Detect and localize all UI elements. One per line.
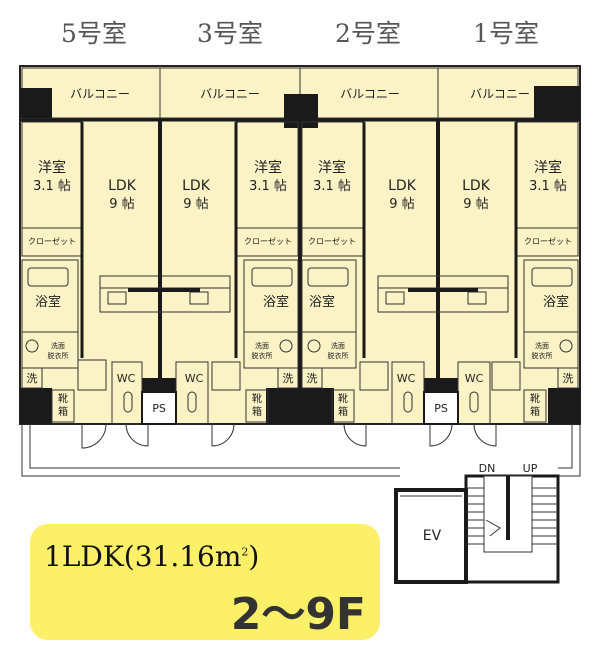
unit-3: [175, 121, 299, 425]
unit1-bath: 浴室: [543, 294, 569, 310]
unit2-shoe-1: 靴: [338, 392, 348, 405]
unit1-western: 洋室: [534, 159, 562, 176]
unit1-wash: 洗: [563, 372, 574, 385]
unit2-ldk: LDK: [388, 178, 417, 194]
unit5-washroom-1: 洗面: [51, 341, 65, 350]
unit-2: [301, 121, 425, 425]
unit1-shoe-1: 靴: [530, 392, 540, 405]
unit2-ldk-size: 9 帖: [389, 197, 414, 212]
unit3-ldk: LDK: [182, 178, 211, 194]
unit2-closet: クローゼット: [308, 236, 356, 246]
unit-1: [457, 121, 579, 425]
ps-label-right: PS: [434, 402, 448, 415]
stairs-up: UP: [523, 462, 538, 475]
unit1-ldk: LDK: [462, 178, 491, 194]
unit5-wash: 洗: [27, 372, 38, 385]
plan-main: 1LDK(31.16m: [44, 540, 242, 573]
unit5-ldk: LDK: [108, 178, 137, 194]
unit3-washroom-2: 脱衣所: [252, 351, 273, 360]
unit-title-3: 3号室: [197, 19, 263, 48]
balcony-row: バルコニー バルコニー バルコニー バルコニー: [21, 67, 579, 119]
unit3-shoe-1: 靴: [252, 392, 262, 405]
unit5-washroom-2: 脱衣所: [48, 351, 69, 360]
unit5-shoe-2: 箱: [58, 405, 68, 418]
stairwell: [464, 474, 560, 584]
unit3-western-size: 3.1 帖: [249, 179, 287, 194]
party-walls: [158, 120, 440, 424]
unit1-washroom-2: 脱衣所: [532, 351, 553, 360]
unit5-ldk-size: 9 帖: [109, 197, 134, 212]
unit5-western-size: 3.1 帖: [33, 179, 71, 194]
unit2-western: 洋室: [318, 159, 346, 176]
unit2-shoe-2: 箱: [338, 405, 348, 418]
unit3-ldk-size: 9 帖: [183, 197, 208, 212]
unit2-wc: WC: [397, 372, 416, 385]
unit3-closet: クローゼット: [244, 236, 292, 246]
plan-sup: 2: [241, 545, 249, 559]
balcony-label-2: バルコニー: [340, 87, 400, 101]
unit5-western: 洋室: [38, 159, 66, 176]
unit1-closet: クローゼット: [524, 236, 572, 246]
unit5-bath: 浴室: [35, 294, 61, 310]
balcony-label-3: バルコニー: [200, 87, 260, 101]
unit5-wc: WC: [117, 372, 136, 385]
unit-5: [21, 121, 143, 425]
unit5-closet: クローゼット: [28, 236, 76, 246]
unit2-wash: 洗: [307, 372, 318, 385]
corridor: [21, 424, 581, 477]
balcony-label-1: バルコニー: [470, 87, 530, 101]
unit-title-1: 1号室: [473, 19, 539, 48]
balcony-label-5: バルコニー: [70, 87, 130, 101]
unit2-bath: 浴室: [309, 294, 335, 310]
elevator: [394, 488, 468, 584]
unit3-shoe-2: 箱: [252, 405, 262, 418]
ps-label-left: PS: [152, 402, 166, 415]
unit1-washroom-1: 洗面: [535, 341, 549, 350]
unit1-western-size: 3.1 帖: [529, 179, 567, 194]
unit3-western: 洋室: [254, 159, 282, 176]
unit1-shoe-2: 箱: [530, 405, 540, 418]
stairs-dn: DN: [479, 462, 496, 475]
entrance-doors: [81, 423, 497, 449]
unit3-wc: WC: [185, 372, 204, 385]
plan-badge: 1LDK(31.16m2) 2～9F: [30, 524, 380, 640]
ps-shaft-right: [423, 391, 459, 425]
unit3-washroom-1: 洗面: [255, 341, 269, 350]
unit2-western-size: 3.1 帖: [313, 179, 351, 194]
unit1-wc: WC: [465, 372, 484, 385]
unit2-washroom-2: 脱衣所: [328, 351, 349, 360]
unit3-wash: 洗: [283, 372, 294, 385]
floor-range: 2～9F: [230, 589, 366, 640]
unit-title-2: 2号室: [335, 19, 401, 48]
unit-title-5: 5号室: [61, 19, 127, 48]
unit5-shoe-1: 靴: [58, 392, 68, 405]
plan-type: 1LDK(31.16m2): [44, 540, 259, 573]
plan-close: ): [248, 540, 260, 573]
ps-shaft-left: [141, 391, 177, 425]
unit2-washroom-1: 洗面: [331, 341, 345, 350]
unit3-bath: 浴室: [263, 294, 289, 310]
ev-label: EV: [423, 528, 442, 544]
unit1-ldk-size: 9 帖: [463, 197, 488, 212]
